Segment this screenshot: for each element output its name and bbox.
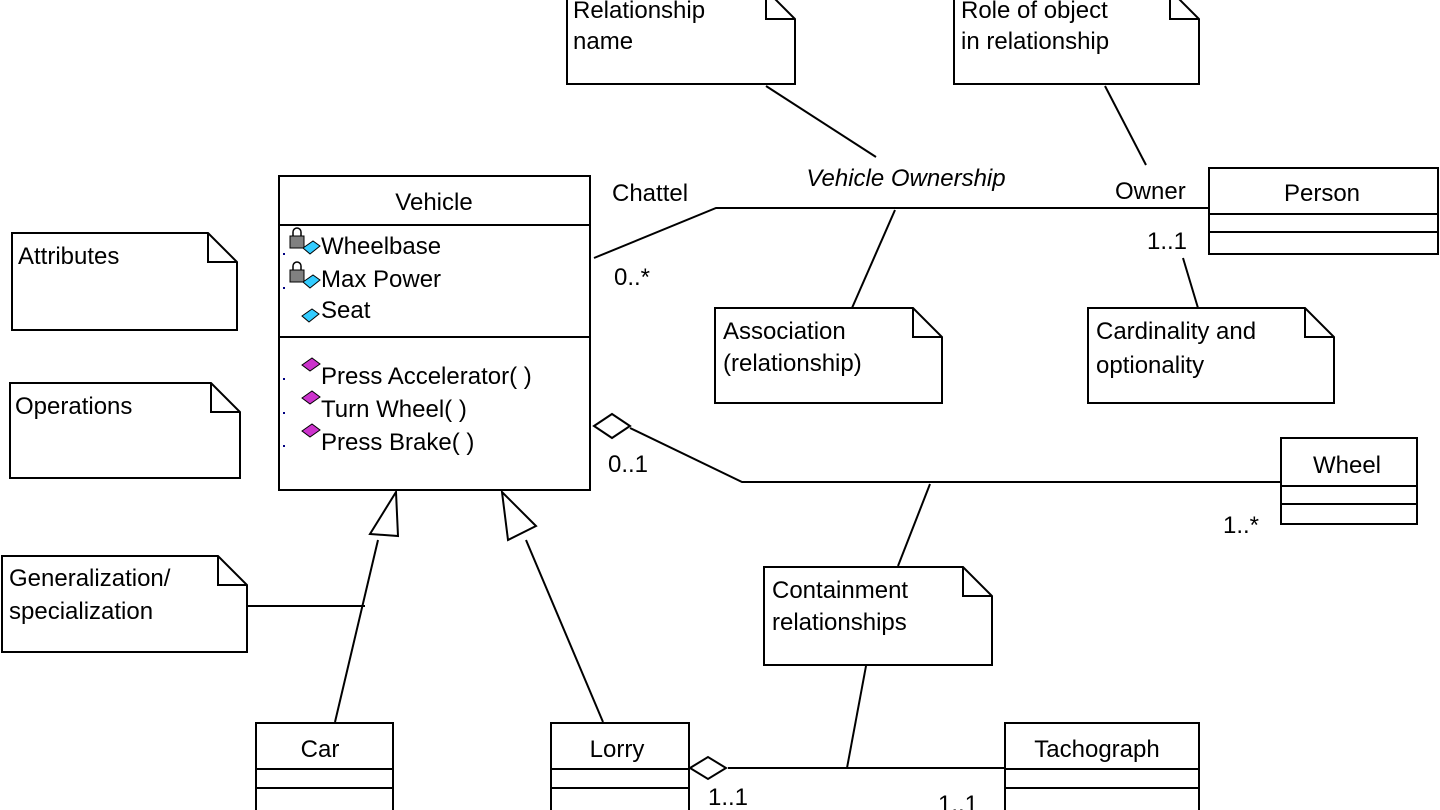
lorry-aggregation-diamond [688, 755, 728, 781]
vehicle-operation: Turn Wheel( ) [321, 396, 467, 423]
vehicle-operation: Press Accelerator( ) [321, 363, 532, 390]
svg-text:Role of object: Role of object [961, 0, 1108, 24]
note-association[interactable]: Association (relationship) [714, 307, 943, 404]
cardinality-anchor [1182, 257, 1199, 309]
vehicle-attribute: Max Power [321, 266, 441, 293]
note-containment[interactable]: Containment relationships [763, 566, 993, 666]
attribute-icon [302, 274, 321, 289]
attribute-icon [302, 240, 321, 255]
note-role[interactable]: Role of object in relationship [953, 0, 1200, 85]
wheel-multiplicity: 1..* [1223, 512, 1259, 539]
vehicle-operation: Press Brake( ) [321, 429, 474, 456]
person-class[interactable]: Person [1208, 167, 1439, 255]
wheel-class[interactable]: Wheel [1280, 437, 1418, 525]
svg-text:name: name [573, 28, 633, 55]
note-relationship-name[interactable]: Relationship name [566, 0, 796, 85]
owner-role-label: Owner [1115, 178, 1186, 205]
svg-text:in relationship: in relationship [961, 28, 1109, 55]
car-generalization-line [334, 539, 379, 723]
vehicle-class-name: Vehicle [395, 189, 472, 216]
role-anchor [1104, 85, 1147, 166]
svg-text:Operations: Operations [15, 393, 132, 420]
tachograph-class[interactable]: Tachograph [1004, 722, 1200, 810]
vehicle-attribute: Seat [321, 297, 371, 324]
svg-text:Cardinality and: Cardinality and [1096, 318, 1256, 345]
vehicle-wheel-multiplicity: 0..1 [608, 451, 648, 478]
chattel-role-label: Chattel [612, 180, 688, 207]
person-multiplicity: 1..1 [1147, 228, 1187, 255]
relationship-name-anchor [765, 85, 877, 158]
note-attributes[interactable]: Attributes [11, 232, 238, 331]
note-cardinality[interactable]: Cardinality and optionality [1087, 307, 1335, 404]
svg-text:Containment: Containment [772, 577, 908, 604]
car-generalization-arrowhead [368, 488, 400, 538]
visibility-markers [283, 253, 285, 447]
lorry-multiplicity: 1..1 [708, 784, 748, 810]
wheel-class-name: Wheel [1313, 452, 1381, 479]
tachograph-class-name: Tachograph [1034, 736, 1159, 763]
lorry-generalization-arrowhead [500, 489, 538, 542]
tachograph-multiplicity: 1..1 [938, 791, 978, 810]
svg-text:Association: Association [723, 318, 846, 345]
svg-text:relationships: relationships [772, 609, 907, 636]
vehicle-ownership-multiplicity: 0..* [614, 264, 650, 291]
note-operations[interactable]: Operations [9, 382, 241, 479]
car-class-name: Car [301, 736, 340, 763]
operation-icon [301, 390, 321, 405]
connectors [248, 85, 1280, 769]
lock-icon [289, 227, 305, 249]
svg-text:Generalization/: Generalization/ [9, 565, 171, 592]
lorry-generalization-line [525, 539, 604, 723]
svg-text:(relationship): (relationship) [723, 350, 862, 377]
vehicle-class[interactable]: Vehicle Wheelbase Max Power Seat Press A… [278, 175, 591, 491]
operation-icon [301, 357, 321, 372]
lorry-class-name: Lorry [590, 736, 645, 763]
note-generalization[interactable]: Generalization/ specialization [1, 555, 248, 653]
wheel-aggregation-line [629, 427, 1280, 483]
vehicle-aggregation-diamond [592, 412, 632, 440]
svg-text:specialization: specialization [9, 598, 153, 625]
lock-icon [289, 261, 305, 283]
svg-text:Attributes: Attributes [18, 243, 119, 270]
association-line [593, 207, 1208, 259]
operation-icon [301, 423, 321, 438]
lorry-class[interactable]: Lorry [550, 722, 690, 810]
car-class[interactable]: Car [255, 722, 394, 810]
svg-text:Relationship: Relationship [573, 0, 705, 24]
vehicle-attribute: Wheelbase [321, 233, 441, 260]
attribute-icon [301, 308, 320, 323]
association-name-label: Vehicle Ownership [806, 165, 1005, 192]
containment-anchor-top [897, 483, 931, 567]
association-anchor [851, 209, 896, 309]
person-class-name: Person [1284, 180, 1360, 207]
containment-anchor-bottom [846, 665, 867, 769]
svg-text:optionality: optionality [1096, 352, 1204, 379]
